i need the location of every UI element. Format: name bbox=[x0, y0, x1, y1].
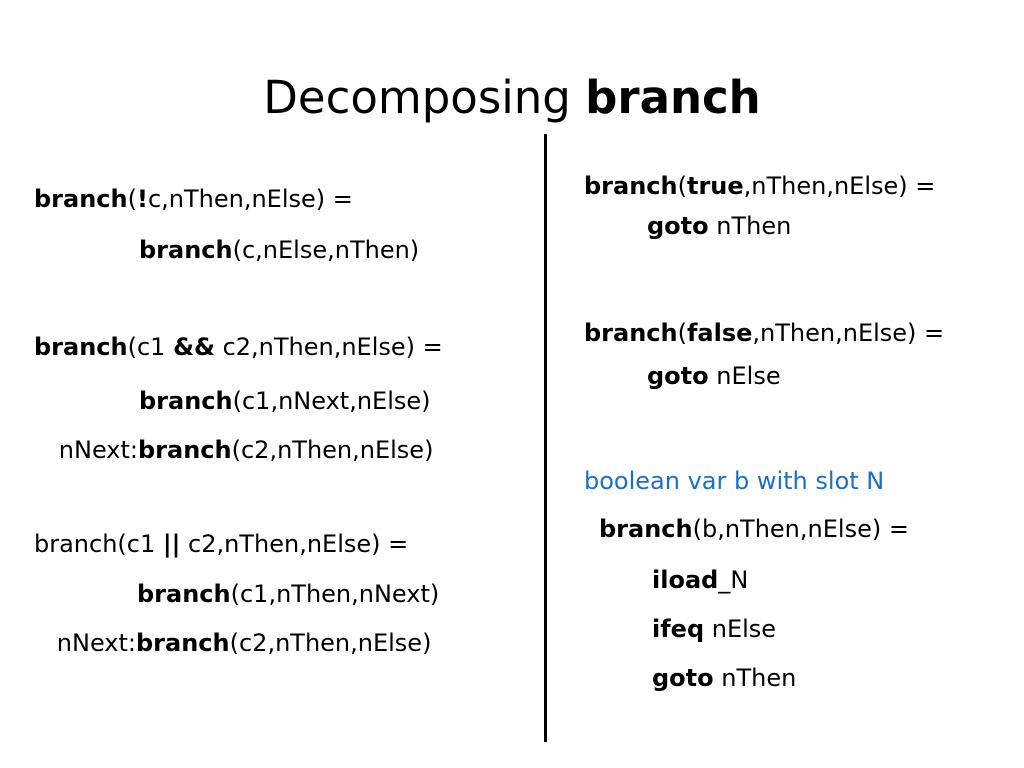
keyword: branch bbox=[138, 436, 232, 464]
text: nThen bbox=[708, 212, 792, 240]
or-rule-line-1: branch(c1 || c2,nThen,nElse) = bbox=[34, 529, 408, 559]
text: c2,nThen,nElse) = bbox=[214, 333, 443, 361]
keyword: branch bbox=[599, 515, 693, 543]
var-rule-line-1: branch(b,nThen,nElse) = bbox=[599, 514, 909, 544]
keyword: ifeq bbox=[652, 615, 705, 643]
text: ( bbox=[127, 185, 137, 213]
false-literal: false bbox=[686, 319, 753, 347]
text: c2,nThen,nElse) = bbox=[180, 530, 409, 558]
not-rule-line-2: branch(c,nElse,nThen) bbox=[139, 235, 419, 265]
and-rule-line-2: branch(c1,nNext,nElse) bbox=[139, 386, 431, 416]
text: (b,nThen,nElse) = bbox=[692, 515, 909, 543]
slide-title-bold: branch bbox=[585, 71, 761, 124]
label: nNext: bbox=[58, 436, 138, 464]
keyword: branch bbox=[137, 580, 231, 608]
keyword: branch bbox=[34, 185, 128, 213]
text: (c1,nThen,nNext) bbox=[230, 580, 440, 608]
text: (c2,nThen,nElse) bbox=[231, 436, 434, 464]
text: (c1,nNext,nElse) bbox=[232, 387, 431, 415]
true-rule-line-1: branch(true,nThen,nElse) = bbox=[584, 171, 935, 201]
slide-title-plain: Decomposing bbox=[263, 71, 586, 124]
keyword: branch bbox=[139, 236, 233, 264]
text: ( bbox=[677, 319, 687, 347]
or-operator: || bbox=[162, 530, 181, 558]
and-operator: && bbox=[173, 333, 215, 361]
text: (c,nElse,nThen) bbox=[232, 236, 420, 264]
text: branch(c1 bbox=[34, 530, 163, 558]
false-rule-line-2: goto nElse bbox=[647, 361, 781, 391]
var-rule-line-4: goto nThen bbox=[652, 663, 796, 693]
text: nThen bbox=[713, 664, 797, 692]
or-rule-line-3: nNext:branch(c2,nThen,nElse) bbox=[34, 628, 432, 658]
keyword: goto bbox=[647, 362, 709, 390]
keyword: branch bbox=[584, 172, 678, 200]
var-rule-line-2: iload_N bbox=[652, 565, 748, 595]
text: c,nThen,nElse) = bbox=[147, 185, 353, 213]
text: (c1 bbox=[127, 333, 174, 361]
column-divider bbox=[544, 134, 547, 742]
slide-title: Decomposing branch bbox=[0, 70, 1024, 126]
var-rule-line-3: ifeq nElse bbox=[652, 614, 776, 644]
keyword: branch bbox=[34, 333, 128, 361]
or-rule-line-2: branch(c1,nThen,nNext) bbox=[137, 579, 439, 609]
and-rule-line-1: branch(c1 && c2,nThen,nElse) = bbox=[34, 332, 443, 362]
text: _N bbox=[718, 566, 749, 594]
keyword: goto bbox=[652, 664, 714, 692]
text: ,nThen,nElse) = bbox=[752, 319, 945, 347]
text: ( bbox=[677, 172, 687, 200]
keyword: branch bbox=[139, 387, 233, 415]
text: ,nThen,nElse) = bbox=[743, 172, 936, 200]
and-rule-line-3: nNext:branch(c2,nThen,nElse) bbox=[36, 435, 434, 465]
text: nElse bbox=[708, 362, 781, 390]
boolean-var-heading: boolean var b with slot N bbox=[584, 467, 885, 495]
label: nNext: bbox=[56, 629, 136, 657]
true-literal: true bbox=[686, 172, 744, 200]
not-rule-line-1: branch(!c,nThen,nElse) = bbox=[34, 184, 353, 214]
keyword: goto bbox=[647, 212, 709, 240]
keyword: branch bbox=[584, 319, 678, 347]
not-operator: ! bbox=[136, 185, 148, 213]
false-rule-line-1: branch(false,nThen,nElse) = bbox=[584, 318, 944, 348]
keyword: iload bbox=[652, 566, 719, 594]
true-rule-line-2: goto nThen bbox=[647, 211, 791, 241]
keyword: branch bbox=[136, 629, 230, 657]
text: (c2,nThen,nElse) bbox=[229, 629, 432, 657]
text: nElse bbox=[704, 615, 777, 643]
